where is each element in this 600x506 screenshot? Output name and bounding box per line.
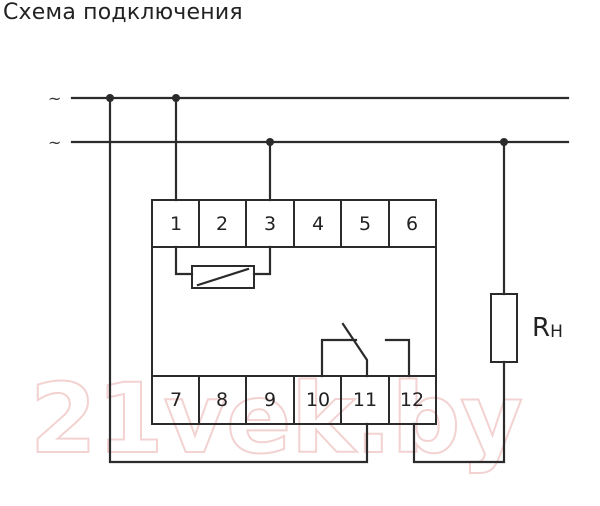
terminal-9: 9 — [264, 389, 276, 411]
phase-symbol-2: ~ — [48, 133, 61, 152]
coil-rect — [191, 265, 255, 289]
terminal-4: 4 — [312, 213, 324, 235]
terminal-1: 1 — [170, 213, 182, 235]
terminal-strip-bottom: 7 8 9 10 11 12 — [152, 375, 436, 424]
diagram-title: Схема подключения — [3, 0, 243, 25]
load-label-sub: H — [550, 322, 563, 342]
terminal-8: 8 — [216, 389, 228, 411]
terminal-5: 5 — [359, 213, 371, 235]
terminal-3: 3 — [264, 213, 276, 235]
terminal-7: 7 — [170, 389, 182, 411]
relay-coil — [174, 245, 272, 289]
relay-contacts — [320, 322, 411, 378]
contact-common-lever — [341, 322, 369, 378]
wire-to-terminal-12 — [412, 360, 506, 464]
terminal-12: 12 — [400, 389, 424, 411]
coil-slash — [196, 267, 250, 287]
contact-nc — [320, 338, 358, 378]
contact-no — [384, 338, 411, 378]
terminal-2: 2 — [216, 213, 228, 235]
load-label: RH — [532, 313, 563, 343]
terminal-11: 11 — [353, 389, 377, 411]
wire-to-terminal-11 — [108, 96, 369, 464]
terminal-6: 6 — [406, 213, 418, 235]
terminal-10: 10 — [306, 389, 330, 411]
terminal-strip-top: 1 2 3 4 5 6 — [152, 200, 436, 248]
load-resistor — [490, 293, 518, 363]
load-label-main: R — [532, 313, 550, 343]
phase-symbol-1: ~ — [48, 89, 61, 108]
watermark: 21vek.by — [30, 363, 523, 475]
